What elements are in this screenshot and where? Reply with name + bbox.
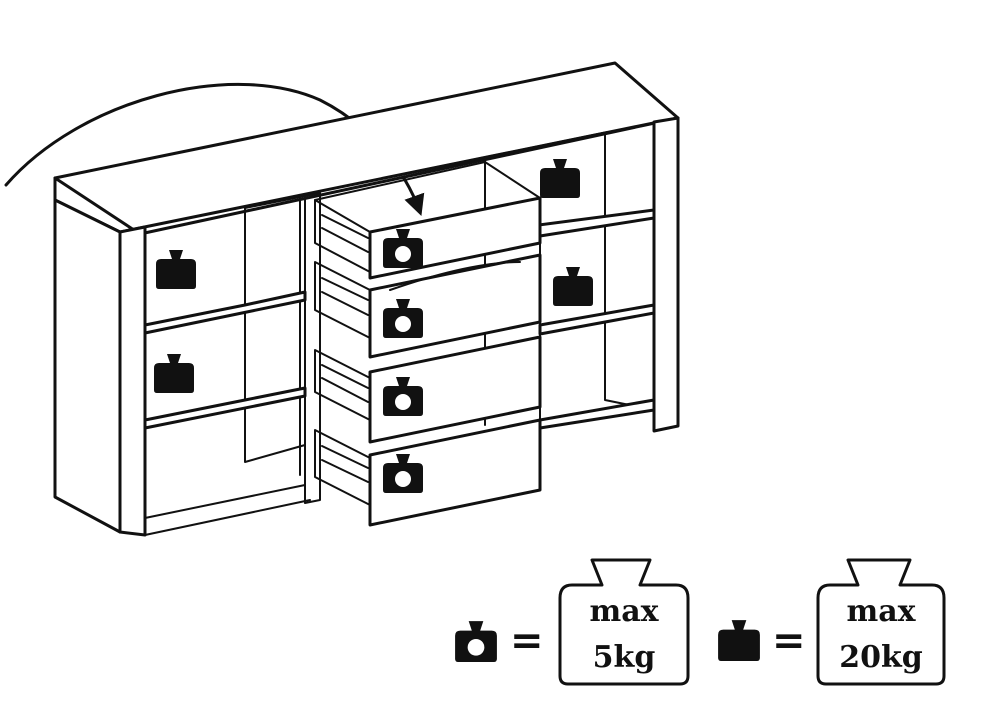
cabinet [53,61,680,537]
legend-small-line2: 5kg [593,640,656,675]
legend-large: = max 20kg [718,558,946,686]
drawer-2 [314,253,542,359]
equals-sign: = [510,618,544,664]
weight-outline-icon [816,558,946,686]
large-weight-icon [156,250,196,289]
large-weight-icon [553,267,593,306]
legend-large-line1: max [846,594,916,629]
legend-large-line2: 20kg [839,640,923,675]
large-weight-icon [540,159,580,198]
large-weight-icon [718,620,760,661]
small-weight-icon [455,621,497,662]
legend-small: = max 5kg [455,558,690,686]
legend-small-line1: max [589,594,659,629]
weight-outline-icon [558,558,690,686]
drawer-4 [314,418,542,527]
equals-sign: = [772,618,806,664]
large-weight-icon [154,354,194,393]
